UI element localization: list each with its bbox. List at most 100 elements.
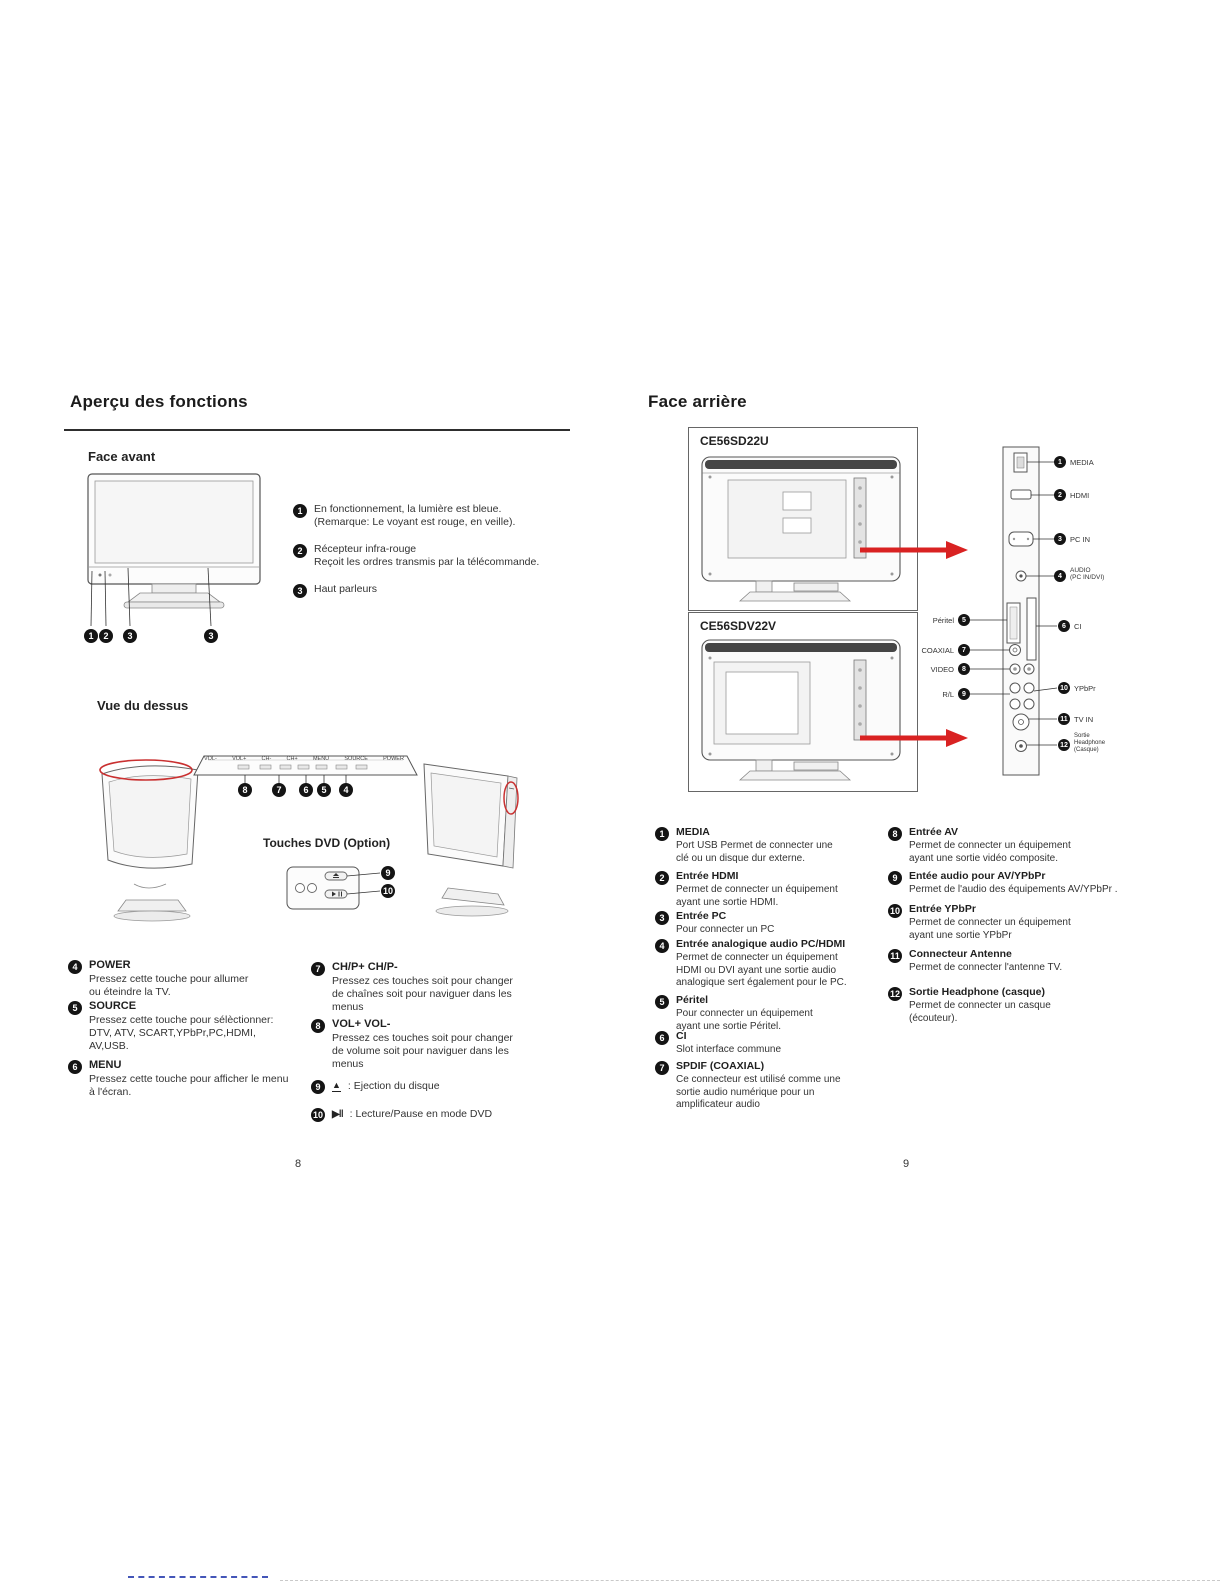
function-item: 6 MENU Pressez cette touche pour affiche… bbox=[68, 1059, 306, 1099]
strip-button-label: MENU bbox=[312, 756, 330, 762]
callout-number: 2 bbox=[99, 629, 113, 643]
callout-number: 4 bbox=[339, 783, 353, 797]
description-item: 6 CI Slot interface commune bbox=[655, 1030, 880, 1057]
description-body: Pour connecter un PC bbox=[676, 924, 775, 935]
tv-top-right-figure bbox=[423, 763, 519, 917]
highlight-ellipse bbox=[503, 781, 519, 815]
panel-label: YPbPr bbox=[1074, 684, 1096, 693]
title-underline bbox=[64, 429, 570, 431]
description-title: Entrée YPbPr bbox=[909, 903, 976, 915]
description-body: Slot interface commune bbox=[676, 1044, 782, 1055]
page-number-left: 8 bbox=[295, 1158, 302, 1170]
highlight-ellipse bbox=[99, 759, 193, 781]
ci-slot bbox=[1026, 597, 1037, 661]
description-body: Permet de connecter un équipement ayant … bbox=[909, 840, 1071, 864]
panel-label: R/L bbox=[942, 690, 954, 699]
strip-button-labels: VOL- VOL+ CH- CH+ MENU SOURCE POWER bbox=[204, 756, 404, 762]
description-title: Entrée PC bbox=[676, 910, 727, 922]
function-body: Pressez ces touches soit pour changer de… bbox=[332, 1032, 513, 1071]
callout-number: 10 bbox=[1058, 682, 1070, 694]
callout-number: 4 bbox=[1054, 570, 1066, 582]
function-item: 7 CH/P+ CH/P- Pressez ces touches soit p… bbox=[311, 961, 549, 1014]
scan-artifact-line bbox=[280, 1580, 1220, 1581]
callout-number: 9 bbox=[311, 1080, 325, 1094]
description-item: 10 Entrée YPbPr Permet de connecter un é… bbox=[888, 903, 1133, 942]
strip-leader-lines bbox=[244, 775, 347, 783]
description-body: Permet de connecter l'antenne TV. bbox=[909, 962, 1063, 973]
front-callout: 3 Haut parleurs bbox=[293, 583, 578, 598]
callout-text: Haut parleurs bbox=[314, 583, 378, 595]
callout-number: 4 bbox=[655, 939, 669, 953]
function-body: Pressez cette touche pour afficher le me… bbox=[89, 1073, 289, 1099]
description-title: CI bbox=[676, 1030, 687, 1042]
description-title: Péritel bbox=[676, 994, 709, 1006]
strip-button-label: VOL- bbox=[204, 756, 217, 762]
strip-button-label: SOURCE bbox=[344, 756, 368, 762]
model-label: CE56SD22U bbox=[700, 434, 769, 448]
panel-label: COAXIAL bbox=[921, 646, 954, 655]
panel-label: PC IN bbox=[1070, 535, 1091, 544]
description-title: Sortie Headphone (casque) bbox=[909, 986, 1045, 998]
strip-button-label: VOL+ bbox=[232, 756, 247, 762]
top-strip-figure bbox=[193, 755, 418, 783]
callout-number: 1 bbox=[293, 504, 307, 518]
callout-number: 3 bbox=[204, 629, 218, 643]
description-title: Connecteur Antenne bbox=[909, 948, 1012, 960]
description-body: Pour connecter un équipement ayant une s… bbox=[676, 1008, 813, 1032]
callout-number: 1 bbox=[655, 827, 669, 841]
callout-number: 11 bbox=[1058, 713, 1070, 725]
description-body: Permet de l'audio des équipements AV/YPb… bbox=[909, 884, 1118, 895]
function-title: MENU bbox=[89, 1059, 122, 1071]
callout-number: 12 bbox=[1058, 739, 1070, 751]
dvd-heading: Touches DVD (Option) bbox=[263, 836, 391, 850]
callout-text: Récepteur infra-rouge Reçoit les ordres … bbox=[314, 543, 540, 569]
function-item: 5 SOURCE Pressez cette touche pour sélèc… bbox=[68, 1000, 306, 1053]
strip-buttons bbox=[237, 764, 368, 770]
callout-number: 5 bbox=[958, 614, 970, 626]
description-body: Permet de connecter un équipement ayant … bbox=[676, 884, 838, 908]
description-body: Permet de connecter un équipement HDMI o… bbox=[676, 952, 847, 988]
rl-audio-jacks bbox=[1009, 682, 1021, 694]
strip-button-label: CH+ bbox=[286, 756, 298, 762]
red-arrow-1 bbox=[860, 541, 968, 559]
function-item: 8 VOL+ VOL- Pressez ces touches soit pou… bbox=[311, 1018, 549, 1071]
callout-number: 3 bbox=[293, 584, 307, 598]
callout-number: 3 bbox=[1054, 533, 1066, 545]
callout-number: 10 bbox=[888, 904, 902, 918]
dvd-panel-figure bbox=[286, 866, 381, 910]
red-arrow-2 bbox=[860, 729, 968, 747]
description-body: Port USB Permet de connecter une clé ou … bbox=[676, 840, 833, 864]
callout-number: 7 bbox=[272, 783, 286, 797]
ypbpr-jacks bbox=[1009, 698, 1021, 710]
play-pause-icon: ▶‖ bbox=[332, 1109, 344, 1120]
description-body: Ce connecteur est utilisé comme une sort… bbox=[676, 1074, 841, 1110]
description-body: Permet de connecter un équipement ayant … bbox=[909, 917, 1071, 941]
strip-button-label: CH- bbox=[261, 756, 272, 762]
panel-label: Péritel bbox=[932, 616, 954, 625]
callout-number: 2 bbox=[293, 544, 307, 558]
dvd-leader-lines bbox=[346, 872, 381, 895]
callout-number: 8 bbox=[311, 1019, 325, 1033]
callout-number: 8 bbox=[888, 827, 902, 841]
front-face-heading: Face avant bbox=[88, 449, 156, 464]
tv-back-figure-2 bbox=[701, 639, 901, 781]
callout-number: 7 bbox=[655, 1061, 669, 1075]
function-item: 9 ▲ : Ejection du disque bbox=[311, 1079, 549, 1094]
callout-number: 9 bbox=[381, 866, 395, 880]
strip-button-label: POWER bbox=[383, 756, 404, 762]
panel-label: TV IN bbox=[1074, 715, 1094, 724]
panel-label: Sortie Headphone (Casque) bbox=[1074, 733, 1106, 753]
description-item: 3 Entrée PC Pour connecter un PC bbox=[655, 910, 880, 937]
function-text: : Lecture/Pause en mode DVD bbox=[349, 1107, 493, 1120]
callout-number: 8 bbox=[238, 783, 252, 797]
top-view-heading: Vue du dessus bbox=[97, 698, 189, 713]
description-title: Entrée AV bbox=[909, 826, 959, 838]
tv-top-left-figure bbox=[99, 759, 199, 922]
function-body: Pressez ces touches soit pour changer de… bbox=[332, 975, 513, 1014]
function-body: Pressez cette touche pour sélèctionner: … bbox=[89, 1014, 274, 1053]
description-item: 11 Connecteur Antenne Permet de connecte… bbox=[888, 948, 1133, 975]
callout-number: 6 bbox=[655, 1031, 669, 1045]
callout-number: 5 bbox=[68, 1001, 82, 1015]
description-title: MEDIA bbox=[676, 826, 710, 838]
